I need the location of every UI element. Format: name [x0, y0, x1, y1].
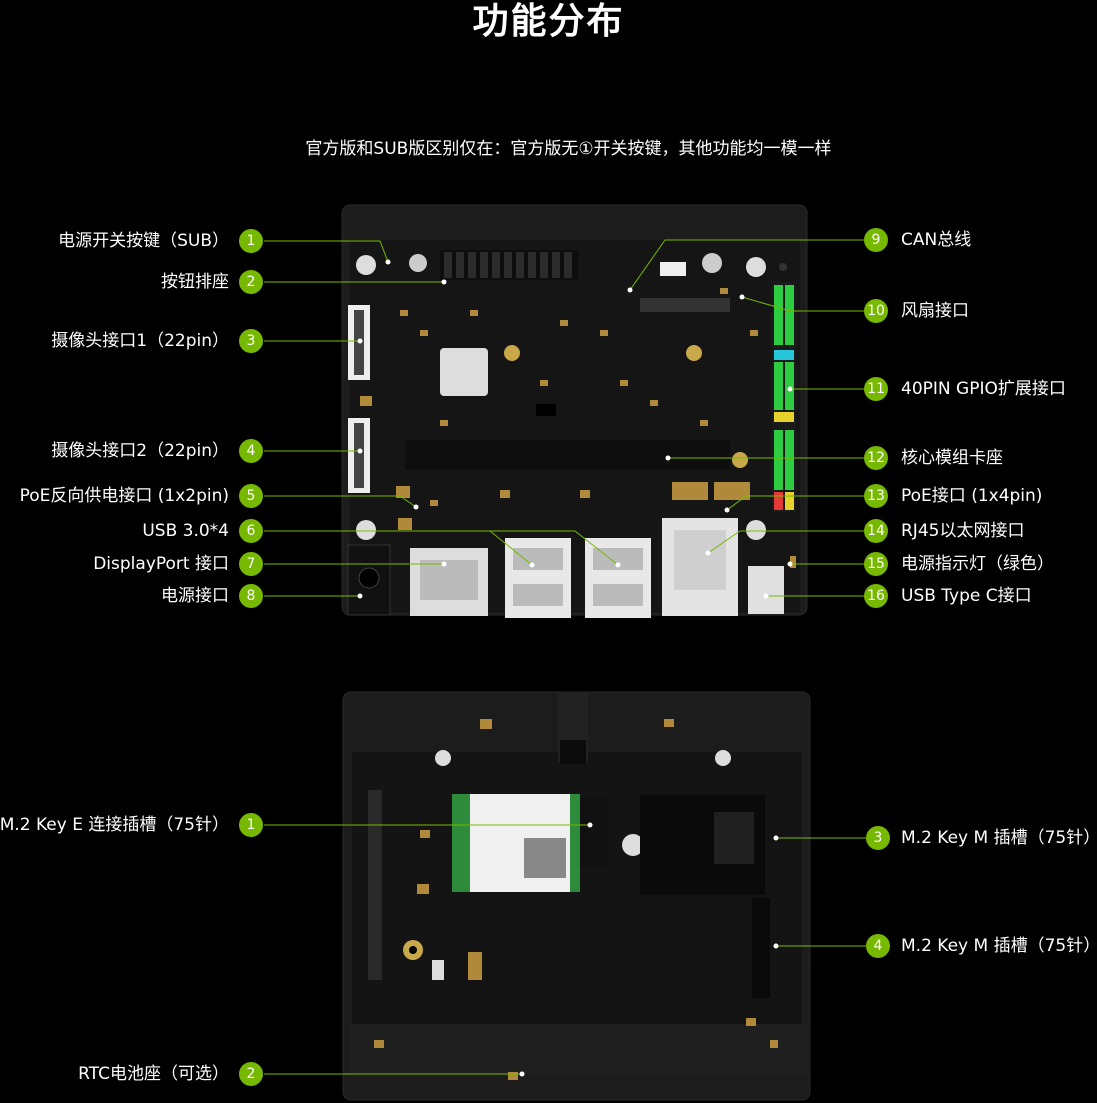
callout-label: CAN总线 [901, 230, 972, 250]
callout-number-badge: 12 [864, 446, 888, 470]
callout-label: 电源开关按键（SUB） [58, 231, 229, 251]
callout-label: USB Type C接口 [901, 586, 1032, 606]
callout-label: 摄像头接口1（22pin） [51, 331, 229, 351]
page-title: 功能分布 [472, 1, 625, 42]
callout-number-badge: 1 [239, 229, 263, 253]
callout-label: PoE反向供电接口 (1x2pin) [19, 486, 229, 506]
callout-label: M.2 Key M 插槽（75针） [901, 936, 1097, 956]
page-subtitle: 官方版和SUB版区别仅在：官方版无①开关按键，其他功能均一模一样 [305, 139, 832, 159]
callout-number-badge: 4 [239, 439, 263, 463]
callout-label: 核心模组卡座 [901, 448, 1003, 468]
callout-number-badge: 5 [239, 484, 263, 508]
callout-number-badge: 3 [239, 329, 263, 353]
callout-number-badge: 2 [239, 270, 263, 294]
callout-label: 风扇接口 [901, 301, 969, 321]
callout-number-badge: 4 [866, 934, 890, 958]
callout-number-badge: 11 [864, 377, 888, 401]
callout-number-badge: 2 [239, 1062, 263, 1086]
callout-number-badge: 16 [864, 584, 888, 608]
callout-label: PoE接口 (1x4pin) [901, 486, 1043, 506]
callout-label: DisplayPort 接口 [93, 554, 229, 574]
callout-number-badge: 13 [864, 484, 888, 508]
callout-number-badge: 8 [239, 584, 263, 608]
callout-label: 按钮排座 [161, 272, 229, 292]
callout-label: RJ45以太网接口 [901, 521, 1025, 541]
callout-label: M.2 Key M 插槽（75针） [901, 828, 1097, 848]
callout-label: 电源指示灯（绿色） [901, 554, 1054, 574]
callout-number-badge: 10 [864, 299, 888, 323]
callout-number-badge: 6 [239, 519, 263, 543]
callout-number-badge: 15 [864, 552, 888, 576]
top-board-illustration [341, 204, 808, 618]
callout-label: 电源接口 [161, 586, 229, 606]
callout-label: RTC电池座（可选） [78, 1064, 229, 1084]
callout-label: USB 3.0*4 [142, 521, 229, 541]
callout-number-badge: 14 [864, 519, 888, 543]
callout-number-badge: 3 [866, 826, 890, 850]
callout-number-badge: 7 [239, 552, 263, 576]
callout-label: 摄像头接口2（22pin） [51, 441, 229, 461]
callout-label: M.2 Key E 连接插槽（75针） [0, 815, 229, 835]
callout-number-badge: 1 [239, 813, 263, 837]
callout-number-badge: 9 [864, 228, 888, 252]
callout-label: 40PIN GPIO扩展接口 [901, 379, 1066, 399]
